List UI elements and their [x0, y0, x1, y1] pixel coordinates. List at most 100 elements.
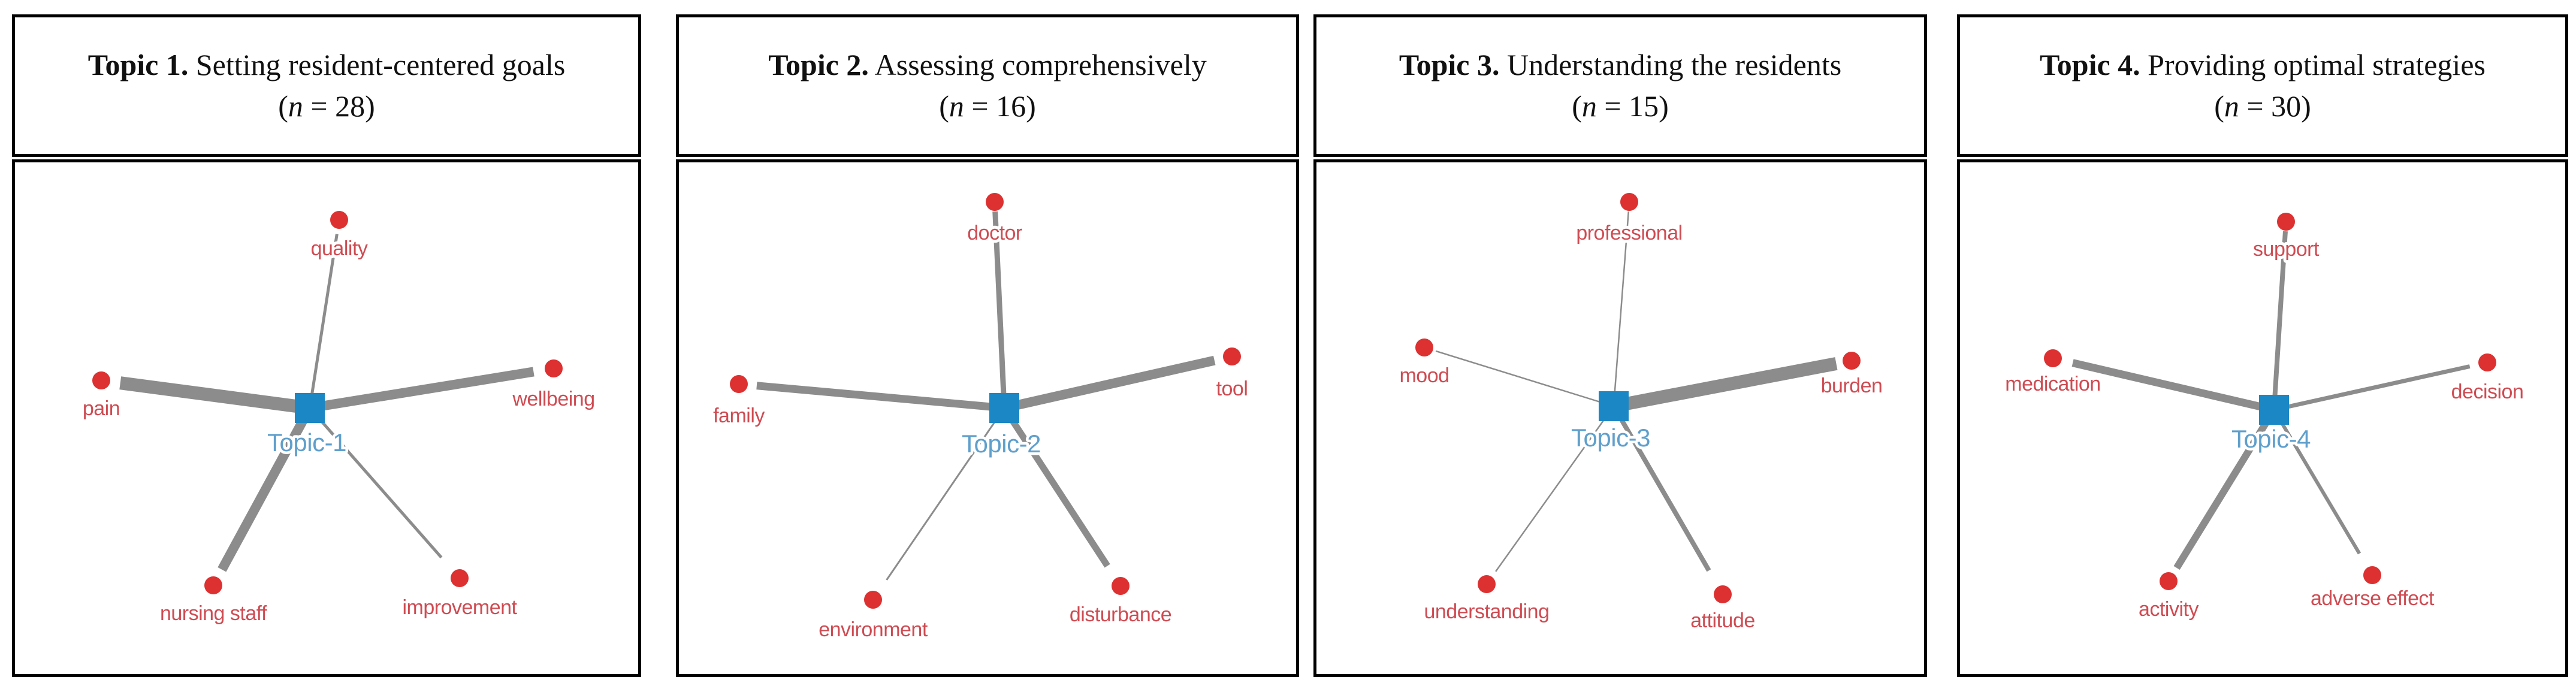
term-label: quality [311, 237, 368, 260]
term-node-understanding [1478, 575, 1496, 593]
term-label: burden [1821, 374, 1883, 397]
topic-number-label: Topic 3. [1399, 48, 1500, 81]
edge-topic-4-decision [2273, 364, 2471, 412]
term-node-family [730, 375, 748, 393]
term-node-decision [2478, 353, 2496, 371]
n-symbol: n [1581, 89, 1597, 123]
edge-topic-3-understanding [1495, 406, 1615, 572]
topic-number-label: Topic 2. [768, 48, 869, 81]
edge-topic-1-pain [119, 376, 311, 415]
topic-title-text: Assessing comprehensively [874, 48, 1207, 81]
term-label: disturbance [1070, 603, 1171, 626]
term-node-improvement [451, 569, 469, 587]
network-box-topic-3: professional burden attitude understanding m… [1313, 159, 1927, 677]
term-label: nursing staff [160, 602, 267, 625]
topic-node-label: Topic-4 [2231, 425, 2311, 453]
term-label: wellbeing [512, 388, 594, 410]
edge-topic-4-activity [2173, 407, 2278, 570]
topic-title-text: Setting resident-centered goals [195, 48, 566, 81]
term-label: mood [1399, 364, 1449, 387]
network-plot-topic-1: quality wellbeing improvement nursing staff… [80, 211, 598, 628]
term-node-doctor [986, 193, 1004, 211]
panel-title-line1: Topic 1. Setting resident-centered goals [88, 44, 566, 86]
edge-topic-2-disturbance [1001, 406, 1110, 568]
edge-topic-3-professional [1612, 211, 1630, 407]
topic-node-label: Topic-3 [1571, 424, 1650, 452]
sample-size-label: (n = 28) [278, 89, 375, 123]
network-plot-topic-3: professional burden attitude understanding m… [1396, 193, 1886, 635]
panel-topic-2: Topic 2. Assessing comprehensively(n = 1… [676, 14, 1299, 677]
n-symbol: n [2224, 89, 2239, 123]
term-label: attitude [1690, 609, 1755, 632]
term-label: activity [2139, 598, 2198, 621]
term-node-disturbance [1112, 577, 1130, 595]
topic-node-topic-1 [295, 393, 325, 423]
term-label: pain [83, 397, 120, 420]
term-node-activity [2160, 572, 2178, 590]
panel-title-topic-4: Topic 4. Providing optimal strategies(n … [1957, 14, 2568, 157]
panel-topic-3: Topic 3. Understanding the residents(n =… [1313, 14, 1927, 677]
term-label: medication [2005, 373, 2100, 395]
topic-node-label: Topic-1 [267, 428, 346, 457]
edge-topic-4-support [2272, 231, 2288, 410]
term-label: environment [819, 618, 928, 641]
edge-topic-3-attitude [1611, 404, 1711, 572]
topic-title-text: Understanding the residents [1506, 48, 1842, 81]
edge-topic-2-environment [886, 407, 1005, 581]
term-label: decision [2451, 380, 2524, 403]
edge-topic-4-adverse-effect [2272, 409, 2361, 555]
edge-topic-1-improvement [309, 407, 443, 559]
topic-number-label: Topic 1. [87, 48, 189, 81]
term-node-medication [2044, 349, 2062, 367]
term-label: family [713, 404, 765, 427]
edge-topic-1-wellbeing [309, 367, 534, 413]
n-symbol: n [288, 89, 303, 123]
n-value: 15 [1629, 89, 1659, 123]
network-box-topic-1: quality wellbeing improvement nursing staff… [12, 159, 641, 677]
term-label: doctor [967, 222, 1022, 244]
term-label: improvement [402, 596, 517, 619]
panel-topic-4: Topic 4. Providing optimal strategies(n … [1957, 14, 2568, 677]
sample-size-label: (n = 30) [2214, 89, 2311, 123]
panel-title-topic-2: Topic 2. Assessing comprehensively(n = 1… [676, 14, 1299, 157]
term-node-adverse-effect [2363, 566, 2381, 584]
edge-topic-2-family [756, 382, 1005, 412]
term-node-support [2277, 213, 2295, 231]
panel-title-line1: Topic 4. Providing optimal strategies [2040, 44, 2486, 86]
sample-size-label: (n = 16) [939, 89, 1036, 123]
panel-title-topic-3: Topic 3. Understanding the residents(n =… [1313, 14, 1927, 157]
edge-topic-1-nursing-staff [218, 406, 315, 572]
edge-topic-2-tool [1003, 355, 1216, 413]
edge-topic-4-medication [2071, 359, 2275, 414]
n-value: 28 [335, 89, 366, 123]
term-label: support [2253, 238, 2320, 261]
panel-title-topic-1: Topic 1. Setting resident-centered goals… [12, 14, 641, 157]
sample-size-label: (n = 15) [1572, 89, 1669, 123]
edge-topic-3-burden [1612, 357, 1838, 413]
term-node-nursing-staff [204, 576, 222, 594]
term-node-mood [1415, 339, 1433, 356]
n-value: 16 [996, 89, 1026, 123]
topic-node-topic-2 [989, 393, 1019, 423]
topic-number-label: Topic 4. [2040, 48, 2140, 81]
term-label: understanding [1424, 600, 1549, 623]
term-node-tool [1223, 347, 1241, 365]
n-value: 30 [2271, 89, 2302, 123]
term-node-quality [330, 211, 348, 229]
panel-topic-1: Topic 1. Setting resident-centered goals… [12, 14, 641, 677]
panel-title-line1: Topic 3. Understanding the residents [1399, 44, 1841, 86]
edge-topic-3-mood [1435, 350, 1614, 407]
term-label: professional [1576, 222, 1682, 244]
term-node-burden [1843, 352, 1861, 370]
edge-topic-1-quality [308, 234, 339, 409]
term-node-wellbeing [545, 359, 563, 377]
topic-node-topic-3 [1599, 391, 1629, 421]
term-label: tool [1216, 377, 1248, 400]
topic-title-text: Providing optimal strategies [2148, 48, 2486, 81]
panel-title-line1: Topic 2. Assessing comprehensively [768, 44, 1206, 86]
n-symbol: n [949, 89, 964, 123]
term-node-attitude [1714, 585, 1732, 603]
